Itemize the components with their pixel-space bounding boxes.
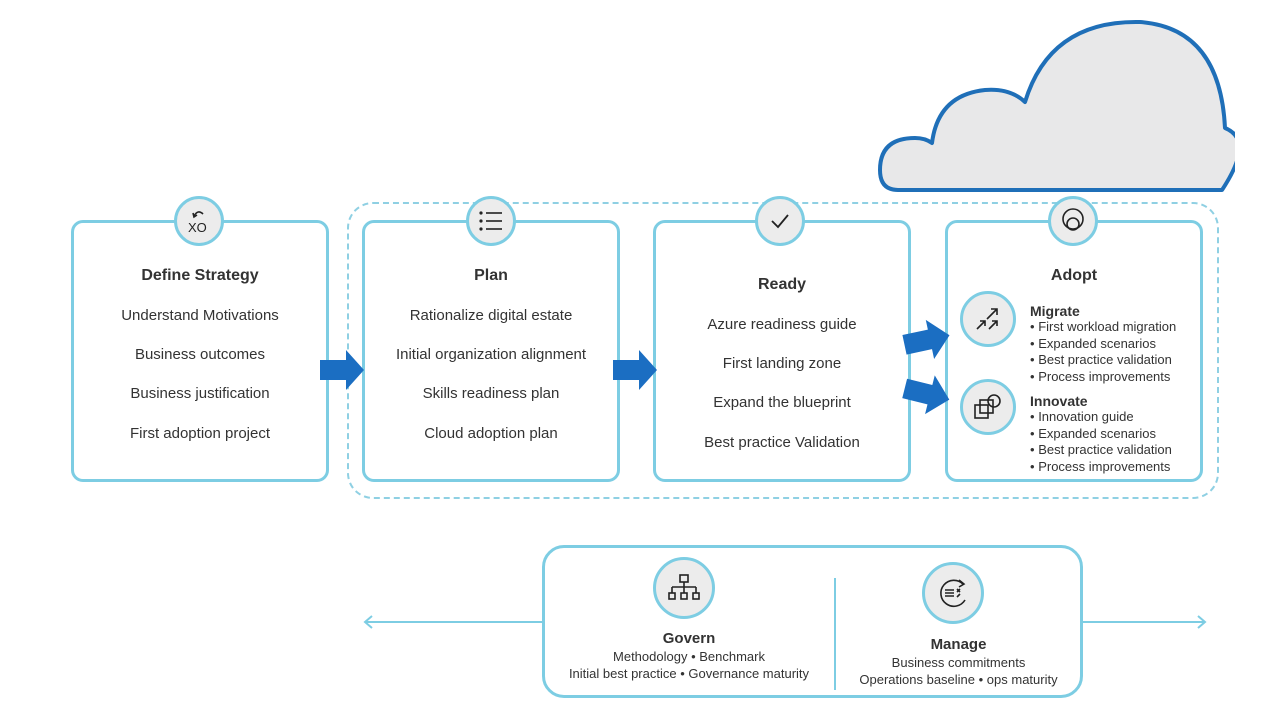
arrow-ready-to-innovate <box>902 375 950 415</box>
stage-title: Adopt <box>1050 267 1098 284</box>
stage-card-ready: Ready Azure readiness guide First landin… <box>653 220 911 482</box>
svg-text:XO: XO <box>188 220 207 235</box>
stage-item: First landing zone <box>722 355 842 372</box>
stage-item: Best practice Validation <box>704 434 860 451</box>
stage-item: First adoption project <box>129 425 271 442</box>
group-item: • Best practice validation <box>1030 442 1172 457</box>
stage-title: Define Strategy <box>141 267 259 284</box>
list-icon <box>466 196 516 246</box>
adopt-group-innovate: Innovate • Innovation guide • Expanded s… <box>1030 393 1200 475</box>
group-item: • Best practice validation <box>1030 352 1172 367</box>
stage-card-adopt: Adopt Migrate • First workload migration… <box>945 220 1203 482</box>
adopt-group-migrate: Migrate • First workload migration • Exp… <box>1030 303 1200 385</box>
manage-title: Manage <box>930 636 987 653</box>
group-item: • Expanded scenarios <box>1030 425 1156 441</box>
govern-manage-card: Govern Methodology • Benchmark Initial b… <box>542 545 1083 698</box>
stage-item: Understand Motivations <box>121 307 279 324</box>
govern-line-2: Initial best practice • Governance matur… <box>568 666 810 681</box>
group-title: Innovate <box>1030 393 1088 409</box>
strategy-xo-icon: XO <box>174 196 224 246</box>
stage-item: Expand the blueprint <box>713 394 851 411</box>
stage-item: Azure readiness guide <box>707 316 857 333</box>
hierarchy-icon <box>653 557 715 619</box>
group-item: • Process improvements <box>1030 368 1171 384</box>
arrow-ready-to-migrate <box>902 319 950 359</box>
stage-item: Rationalize digital estate <box>409 307 573 324</box>
manage-line-1: Business commitments <box>891 655 1026 670</box>
innovate-shapes-icon <box>960 379 1016 435</box>
group-item: • Innovation guide <box>1030 409 1134 424</box>
migrate-arrows-icon <box>960 291 1016 347</box>
adopt-circles-icon <box>1048 196 1098 246</box>
group-title: Migrate <box>1030 303 1080 319</box>
group-item: • Expanded scenarios <box>1030 335 1156 351</box>
govern-title: Govern <box>662 630 716 647</box>
stage-card-plan: Plan Rationalize digital estate Initial … <box>362 220 620 482</box>
checkmark-icon <box>755 196 805 246</box>
stage-item: Business outcomes <box>134 346 266 363</box>
arrow-plan-to-ready <box>613 350 657 390</box>
manage-cycle-icon <box>922 562 984 624</box>
group-item: • Process improvements <box>1030 458 1171 474</box>
govern-line-1: Methodology • Benchmark <box>613 649 765 664</box>
stage-title: Ready <box>757 276 807 293</box>
group-item: • First workload migration <box>1030 319 1177 334</box>
manage-line-2: Operations baseline • ops maturity <box>859 672 1058 687</box>
stage-card-define-strategy: Define Strategy Understand Motivations B… <box>71 220 329 482</box>
stage-item: Skills readiness plan <box>422 385 560 402</box>
stage-item: Cloud adoption plan <box>424 425 558 442</box>
stage-title: Plan <box>474 267 508 284</box>
cloud-icon <box>878 19 1235 192</box>
stage-item: Business justification <box>130 385 270 402</box>
divider <box>834 578 836 690</box>
stage-item: Initial organization alignment <box>395 346 587 363</box>
arrow-strategy-to-plan <box>320 350 364 390</box>
